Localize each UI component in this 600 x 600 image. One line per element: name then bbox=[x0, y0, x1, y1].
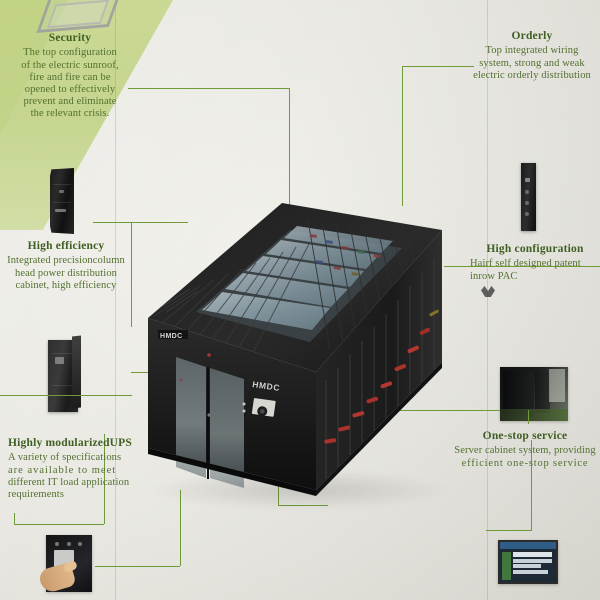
connector-line-one-stop bbox=[340, 410, 500, 411]
connector-line-monitoring-v bbox=[531, 440, 532, 530]
paper-fold-line-right bbox=[487, 0, 488, 600]
callout-high-efficiency-line-0: Integrated precisioncolumn bbox=[7, 255, 125, 267]
paper-fold-line-left bbox=[115, 0, 116, 600]
connector-line-ups-box-left bbox=[104, 434, 105, 524]
callout-security: Security The top configuration of the el… bbox=[4, 32, 136, 120]
connector-line-access-panel bbox=[95, 566, 180, 567]
server-room-photo-thumbnail bbox=[500, 367, 568, 421]
callout-orderly-line-1: system, strong and weak bbox=[479, 57, 585, 69]
callout-security-line-4: prevent and eliminate bbox=[23, 96, 117, 108]
connector-line-ups-box-bottom-tick bbox=[14, 513, 15, 524]
connector-line-high-efficiency-h bbox=[131, 222, 188, 223]
connector-line-orderly-drop bbox=[402, 66, 403, 206]
callout-security-line-5: the relevant crisis. bbox=[30, 108, 110, 120]
connector-line-security-drop bbox=[289, 88, 290, 238]
callout-high-configuration-line-0: Hairf self designed patent bbox=[470, 258, 581, 270]
connector-line-access-panel-v bbox=[180, 490, 181, 566]
callout-ups-line-3: requirements bbox=[8, 488, 65, 500]
callout-orderly-line-2: electric orderly distribution bbox=[473, 69, 591, 81]
callout-highly-modularized-ups: Highly modularizedUPS A variety of speci… bbox=[8, 437, 134, 501]
callout-orderly-title: Orderly bbox=[511, 30, 553, 42]
modular-ups-cabinet-side bbox=[72, 335, 81, 409]
connector-line-high-configuration bbox=[444, 266, 600, 267]
callout-ups-line-2: different IT load application bbox=[8, 476, 130, 488]
callout-high-configuration-title: High configuration bbox=[486, 243, 584, 255]
callout-one-stop-line-1: efficient one-stop service bbox=[461, 457, 589, 469]
power-distribution-cabinet-thumbnail bbox=[50, 168, 74, 234]
hero-rack-bays bbox=[325, 259, 435, 480]
callout-security-line-2: fire and fire can be bbox=[29, 71, 111, 83]
callout-high-configuration: High configuration Hairf self designed p… bbox=[470, 243, 600, 283]
pac-small-glyph-icon bbox=[481, 286, 495, 297]
connector-line-high-efficiency-v bbox=[131, 222, 132, 327]
callout-high-efficiency-title: High efficiency bbox=[27, 240, 105, 252]
inrow-pac-unit-thumbnail bbox=[521, 163, 536, 231]
connector-line-one-stop-v bbox=[528, 410, 529, 424]
connector-line-high-efficiency-h2 bbox=[93, 222, 133, 223]
access-control-panel-thumbnail bbox=[37, 535, 92, 595]
connector-line-orderly bbox=[402, 66, 474, 67]
callout-ups-title: Highly modularizedUPS bbox=[8, 437, 133, 449]
connector-line-security bbox=[128, 88, 290, 89]
connector-line-ups-box-bottom bbox=[14, 524, 104, 525]
callout-high-efficiency-line-2: cabinet, high efficiency bbox=[15, 279, 117, 291]
connector-line-monitoring-h bbox=[486, 530, 532, 531]
callout-ups-line-1: are available to meet bbox=[8, 464, 117, 476]
callout-orderly-line-0: Top integrated wiring bbox=[485, 45, 579, 57]
callout-security-line-3: opened to effectively bbox=[24, 83, 116, 95]
hero-model-label: HMDC bbox=[252, 379, 281, 393]
callout-one-stop-service: One-stop service Server cabinet system, … bbox=[452, 430, 598, 470]
callout-security-line-1: of the electric sunroof, bbox=[21, 59, 119, 71]
callout-security-line-0: The top configuration bbox=[23, 47, 117, 59]
modular-data-center-container: HMDC HMDC bbox=[130, 190, 460, 500]
container-illustration: HMDC HMDC bbox=[148, 203, 442, 496]
callout-high-efficiency-line-1: head power distribution bbox=[14, 267, 118, 279]
callout-high-configuration-line-1: inrow PAC bbox=[470, 270, 518, 282]
hero-red-cabling bbox=[324, 309, 439, 444]
hero-glass-doors bbox=[176, 357, 244, 488]
callout-high-efficiency: High efficiency Integrated precisioncolu… bbox=[2, 240, 130, 292]
monitoring-software-screen-thumbnail bbox=[498, 540, 558, 584]
callout-ups-line-0: A variety of specifications bbox=[8, 452, 122, 464]
hero-brand-logo: HMDC bbox=[160, 333, 183, 340]
callout-one-stop-title: One-stop service bbox=[482, 430, 568, 442]
callout-security-title: Security bbox=[48, 32, 92, 44]
callout-one-stop-line-0: Server cabinet system, providing bbox=[454, 445, 596, 457]
connector-line-ups-top bbox=[0, 395, 132, 396]
callout-orderly: Orderly Top integrated wiring system, st… bbox=[466, 30, 598, 82]
hero-access-panel bbox=[251, 398, 276, 417]
roof-louvers-left bbox=[153, 241, 311, 365]
connector-line-front-door-h bbox=[278, 505, 328, 506]
